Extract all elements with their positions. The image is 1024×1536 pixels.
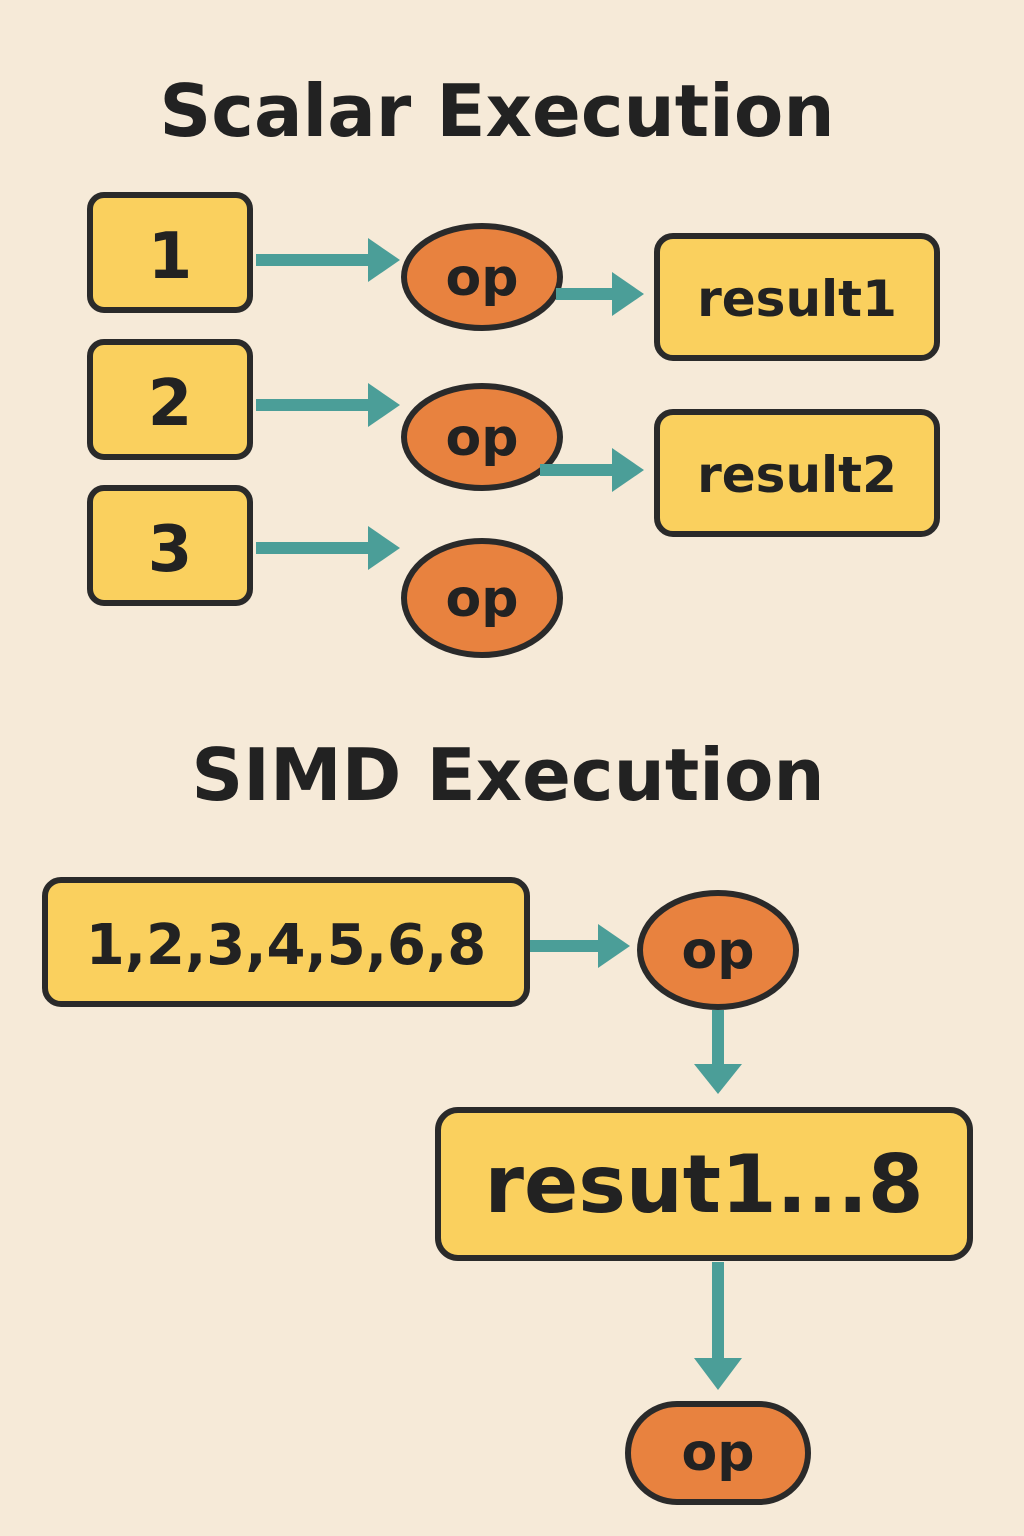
scalar-input-2-label: 2 [148, 367, 193, 441]
scalar-result-arrow-2 [540, 448, 644, 492]
simd-input-arrow [530, 924, 630, 968]
scalar-op-1-label: op [446, 248, 519, 308]
scalar-result-arrow-1 [556, 272, 644, 316]
scalar-result-1: result1 [654, 233, 940, 361]
simd-final-op: op [625, 1401, 811, 1505]
simd-op-label: op [682, 921, 755, 981]
simd-down-arrow-1 [694, 1010, 742, 1094]
scalar-arrow-1 [256, 238, 400, 282]
simd-input: 1,2,3,4,5,6,8 [42, 877, 530, 1007]
scalar-input-1: 1 [87, 192, 253, 313]
scalar-input-3-label: 3 [148, 513, 193, 587]
simd-op: op [637, 890, 799, 1010]
simd-input-label: 1,2,3,4,5,6,8 [86, 913, 486, 978]
simd-result: resut1...8 [435, 1107, 973, 1261]
scalar-arrow-3 [256, 526, 400, 570]
scalar-input-2: 2 [87, 339, 253, 460]
scalar-op-2-label: op [446, 408, 519, 468]
scalar-result-2-label: result2 [697, 446, 897, 504]
scalar-result-2: result2 [654, 409, 940, 537]
scalar-arrow-2 [256, 383, 400, 427]
scalar-input-3: 3 [87, 485, 253, 606]
scalar-title: Scalar Execution [159, 69, 834, 153]
scalar-input-1-label: 1 [148, 220, 193, 294]
scalar-result-1-label: result1 [697, 270, 897, 328]
simd-down-arrow-2 [694, 1262, 742, 1390]
simd-title: SIMD Execution [191, 733, 824, 817]
simd-final-op-label: op [682, 1423, 755, 1483]
scalar-op-3: op [401, 538, 563, 658]
scalar-op-2: op [401, 383, 563, 491]
scalar-op-1: op [401, 223, 563, 331]
simd-result-label: resut1...8 [484, 1138, 923, 1231]
scalar-op-3-label: op [446, 569, 519, 629]
